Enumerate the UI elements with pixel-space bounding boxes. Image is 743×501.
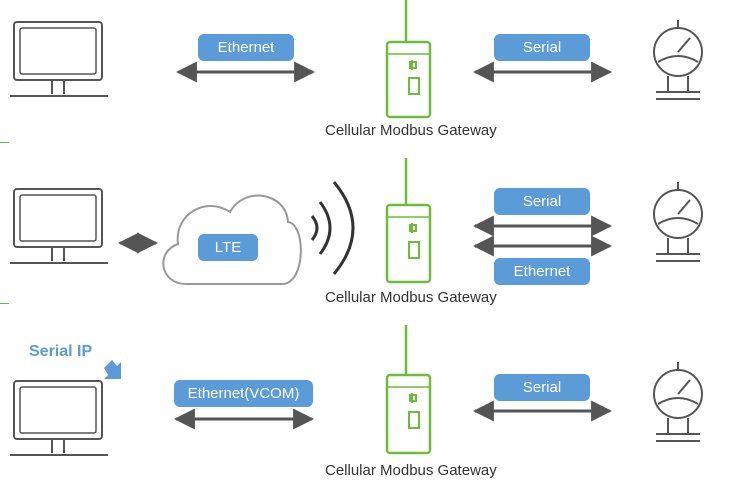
wireless-signal-icon [310,181,355,275]
cellular-gateway-icon [385,158,432,284]
cellular-gateway-icon [385,325,432,455]
computer-icon [10,188,108,264]
serial-ip-callout: Serial IP [29,343,93,360]
computer-icon [10,21,108,97]
edge-tick [0,142,9,143]
pressure-gauge-icon [653,182,703,262]
ethernet-label: Ethernet [198,34,294,61]
computer-icon [10,380,108,456]
lte-label: LTE [198,234,258,261]
gateway-caption: Cellular Modbus Gateway [325,122,497,139]
ethernet-label: Ethernet [494,258,590,285]
serial-label: Serial [494,188,590,215]
cellular-gateway-icon [385,0,432,119]
pressure-gauge-icon [653,362,703,442]
callout-arrow-icon [104,360,121,379]
edge-tick [0,303,9,304]
serial-label: Serial [494,374,590,401]
serial-label: Serial [494,34,590,61]
gateway-caption: Cellular Modbus Gateway [325,462,497,479]
cloud-icon [162,194,302,285]
pressure-gauge-icon [653,20,703,100]
ethernet-vcom-label: Ethernet(VCOM) [174,380,313,407]
gateway-caption: Cellular Modbus Gateway [325,289,497,306]
